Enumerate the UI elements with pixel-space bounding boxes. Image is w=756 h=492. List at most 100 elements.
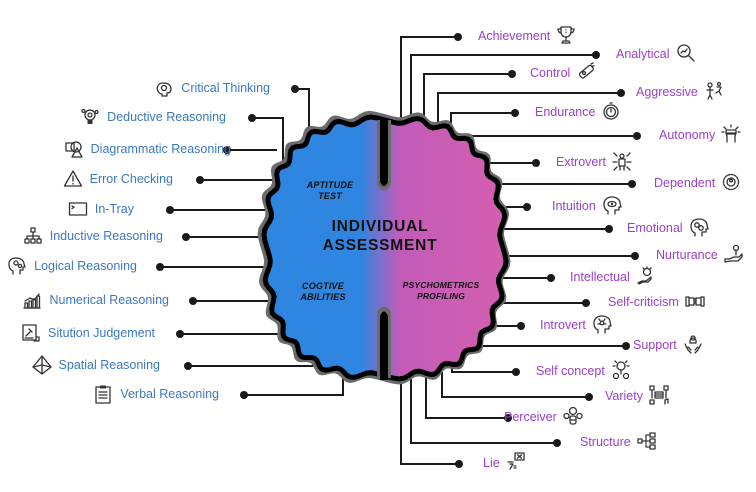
right-item-label: Endurance: [535, 105, 596, 119]
cognitive-line1: COGTIVE: [302, 281, 344, 291]
person-arrows-icon: [612, 151, 632, 171]
hierarchy-icon: [23, 226, 43, 246]
stopwatch-icon: [601, 101, 621, 121]
connector-dot: [504, 414, 512, 422]
title-line1: INDIVIDUAL: [331, 218, 429, 235]
connector-dot: [248, 114, 256, 122]
trophy-icon: 1: [556, 25, 576, 45]
connector-dot: [622, 342, 630, 350]
title-line2: ASSESSMENT: [322, 237, 438, 254]
connector-dot: [240, 391, 248, 399]
hand-brain-icon: [636, 266, 656, 286]
left-item-label: Numerical Reasoning: [49, 293, 169, 307]
head-thoughts-icon: [592, 314, 612, 334]
connector-dot: [182, 233, 190, 241]
connector-dot: [592, 51, 600, 59]
clipboard-icon: [93, 384, 113, 404]
left-item-label: Logical Reasoning: [34, 259, 137, 273]
connector-dot: [223, 146, 231, 154]
magnifier-chart-icon: [676, 43, 696, 63]
raised-fist-icon: [721, 124, 741, 144]
connector-line: [425, 378, 508, 419]
right-item-label: Achievement: [478, 29, 551, 43]
left-item-label: Verbal Reasoning: [120, 387, 219, 401]
connector-dot: [523, 203, 531, 211]
brain-top-notch: [380, 118, 388, 186]
connector-dot: [633, 132, 641, 140]
connector-dot: [628, 180, 636, 188]
media-cycle-icon: [649, 385, 669, 405]
head-emotions-icon: [689, 217, 709, 237]
connector-dot: [517, 322, 525, 330]
right-item-label: Intuition: [552, 199, 596, 213]
psychometrics-line1: PSYCHOMETRICS: [402, 280, 480, 290]
brain-gear-icon: [154, 78, 174, 98]
psychometrics-profiling-label: PSYCHOMETRICS PROFILING: [390, 280, 492, 302]
connector-dot: [582, 299, 590, 307]
connector-dot: [176, 330, 184, 338]
right-item-label: Support: [633, 338, 677, 352]
left-item-label: Sitution Judgement: [47, 326, 155, 340]
lightbulb-gear-icon: [80, 107, 100, 127]
hands-person-icon: [683, 334, 703, 354]
left-item-label: Critical Thinking: [181, 81, 270, 95]
brain-body: [261, 114, 509, 382]
lie-detector-icon: [506, 452, 526, 472]
left-item-label: Error Checking: [89, 172, 173, 186]
hand-plant-icon: [724, 244, 744, 264]
pyramid-icon: [31, 355, 52, 375]
connector-dot: [631, 252, 639, 260]
right-item-label: Perceiver: [504, 410, 557, 424]
svg-text:1: 1: [565, 29, 568, 35]
right-item-label: Intellectual: [570, 270, 630, 284]
connector-dot: [196, 176, 204, 184]
left-item-label: Inductive Reasoning: [49, 229, 163, 243]
shapes-icon: [64, 139, 84, 159]
connector-dot: [455, 460, 463, 468]
connector-line: [188, 357, 314, 367]
gear-person-icon: [721, 172, 741, 192]
bar-chart-icon: [22, 290, 42, 310]
right-item-label: Lie: [483, 456, 500, 470]
right-item-label: Self concept: [536, 364, 605, 378]
left-item-label: Diagrammatic Reasoning: [90, 142, 231, 156]
left-item-label: In-Tray: [94, 202, 134, 216]
connector-dot: [291, 85, 299, 93]
head-bulb-gears-icon: [563, 406, 583, 426]
right-item-label: Extrovert: [556, 155, 607, 169]
right-item-label: Structure: [580, 435, 631, 449]
right-item-label: Variety: [605, 389, 643, 403]
connector-line: [400, 36, 458, 150]
tree-structure-icon: [637, 431, 657, 451]
connector-dot: [532, 159, 540, 167]
right-item-label: Analytical: [616, 47, 670, 61]
aptitude-line2: TEST: [318, 191, 342, 201]
head-eye-icon: [602, 195, 622, 215]
right-item-label: Autonomy: [659, 128, 716, 142]
connector-dot: [511, 109, 519, 117]
left-item-label: Spatial Reasoning: [58, 358, 160, 372]
judgement-icon: [21, 323, 41, 343]
brain-bottom-notch: [380, 311, 388, 380]
connector-dot: [512, 368, 520, 376]
connector-dot: [166, 206, 174, 214]
warning-icon: [63, 169, 83, 189]
connector-line: [244, 375, 344, 396]
connector-dot: [454, 33, 462, 41]
right-item-label: Introvert: [540, 318, 586, 332]
connector-dot: [189, 297, 197, 305]
psychometrics-line2: PROFILING: [416, 291, 466, 301]
head-gears-icon: [7, 256, 27, 276]
connector-dot: [553, 439, 561, 447]
brain-shape: [257, 110, 511, 385]
idea-gears-icon: [611, 360, 631, 380]
right-item-label: Dependent: [654, 176, 716, 190]
connector-line: [400, 378, 459, 465]
left-item-label: Deductive Reasoning: [107, 110, 226, 124]
cognitive-line2: ABILITIES: [300, 292, 346, 302]
connector-dot: [585, 393, 593, 401]
connector-line: [410, 378, 557, 444]
aptitude-test-label: APTITUDE TEST: [298, 180, 362, 202]
